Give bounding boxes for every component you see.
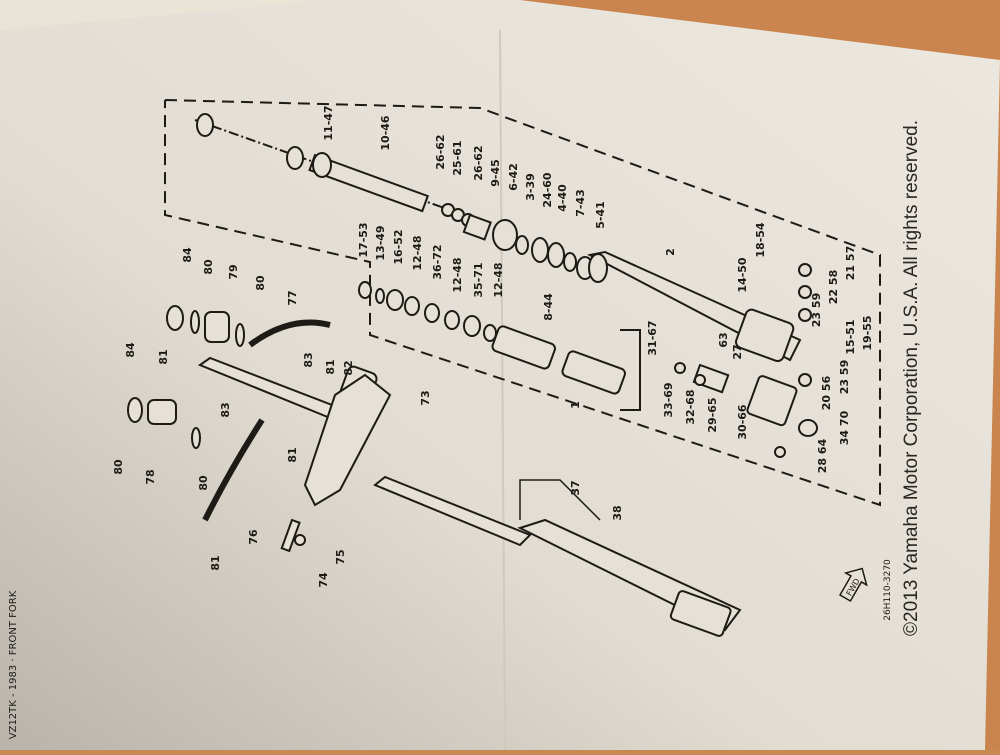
callout-label: 35-71 (472, 262, 485, 297)
callout-label: 12-48 (451, 257, 464, 292)
callout-label: 26-62 (472, 145, 485, 180)
callout-label: 22 58 (827, 270, 840, 304)
callout-label: 76 (247, 529, 260, 545)
callout-label: 11-47 (322, 105, 335, 140)
callout-label: 38 (611, 505, 624, 520)
leader-lines (519, 479, 601, 521)
callout-label: 15-51 (844, 319, 857, 354)
callout-label: 6-42 (507, 163, 520, 191)
fork-inner-parts (194, 113, 818, 458)
callout-label: 77 (286, 290, 299, 305)
callout-label: 81 (209, 555, 222, 570)
callout-label: 37 (569, 480, 582, 495)
callout-label: 5-41 (594, 201, 607, 229)
callout-label: 32-68 (684, 389, 697, 424)
callout-label: 75 (334, 549, 347, 564)
callout-label: 80 (254, 275, 267, 291)
callout-label: 84 (124, 342, 137, 358)
callout-label: 8-44 (542, 293, 555, 321)
callout-label: 1 (569, 401, 582, 409)
callout-label: 30-66 (736, 404, 749, 440)
callout-label: 19-55 (861, 315, 874, 350)
callout-label: 12-48 (411, 235, 424, 270)
callout-label: 29-65 (706, 397, 719, 432)
callout-label: 73 (419, 390, 432, 405)
callout-label: 23 59 (810, 293, 823, 327)
callout-label: 24-60 (541, 172, 554, 208)
callout-label: 13-49 (374, 225, 387, 260)
callout-label: 20 56 (820, 375, 833, 410)
callout-label: 2 (664, 248, 677, 256)
copyright-text: ©2013 Yamaha Motor Corporation, U.S.A. A… (901, 120, 922, 636)
paper-fold (499, 29, 506, 751)
callout-label: 80 (202, 259, 215, 275)
callout-label: 81 (324, 359, 337, 374)
callout-label: 80 (197, 475, 210, 491)
callout-label: 79 (227, 264, 240, 279)
callout-label: 31-67 (646, 320, 659, 355)
callout-label: 80 (112, 459, 125, 475)
callout-label: 33-69 (662, 382, 675, 417)
callout-label: 7-43 (574, 189, 587, 217)
callout-label: 10-46 (379, 115, 392, 151)
callout-label: 83 (302, 352, 315, 367)
callout-label: 14-50 (736, 257, 749, 293)
callout-label: 4-40 (556, 184, 569, 212)
callout-label: 27 (731, 344, 744, 359)
callout-label: 23 59 (838, 360, 851, 394)
callout-label: 83 (219, 402, 232, 417)
callout-label: 21 57 (844, 246, 857, 280)
callout-label: 18-54 (754, 222, 767, 258)
callout-label: 3-39 (524, 173, 537, 201)
callout-label: 63 (717, 332, 730, 347)
callout-label: 16-52 (392, 229, 405, 264)
callout-label: 9-45 (489, 159, 502, 187)
page-header: VZ12TK - 1983 · FRONT FORK (8, 590, 19, 739)
callout-label: 81 (286, 447, 299, 462)
diagram-code: 26H110-3270 (883, 559, 893, 621)
callout-label: 82 (342, 360, 355, 375)
fork-outer-parts (127, 305, 742, 637)
callout-label: 78 (144, 469, 157, 484)
callout-label: 34 70 (838, 410, 851, 445)
paper-highlight (0, 0, 330, 30)
callout-label: 84 (181, 247, 194, 263)
callout-label: 25-61 (451, 140, 464, 175)
callout-label: 28 64 (816, 438, 829, 473)
callout-label: 36-72 (431, 244, 444, 279)
callout-label: 74 (317, 572, 330, 588)
callout-label: 26-62 (434, 134, 447, 169)
callout-label: 17-53 (357, 222, 370, 257)
callout-label: 12-48 (492, 262, 505, 297)
dashed-boundary (164, 99, 881, 507)
callout-label: 81 (157, 349, 170, 364)
